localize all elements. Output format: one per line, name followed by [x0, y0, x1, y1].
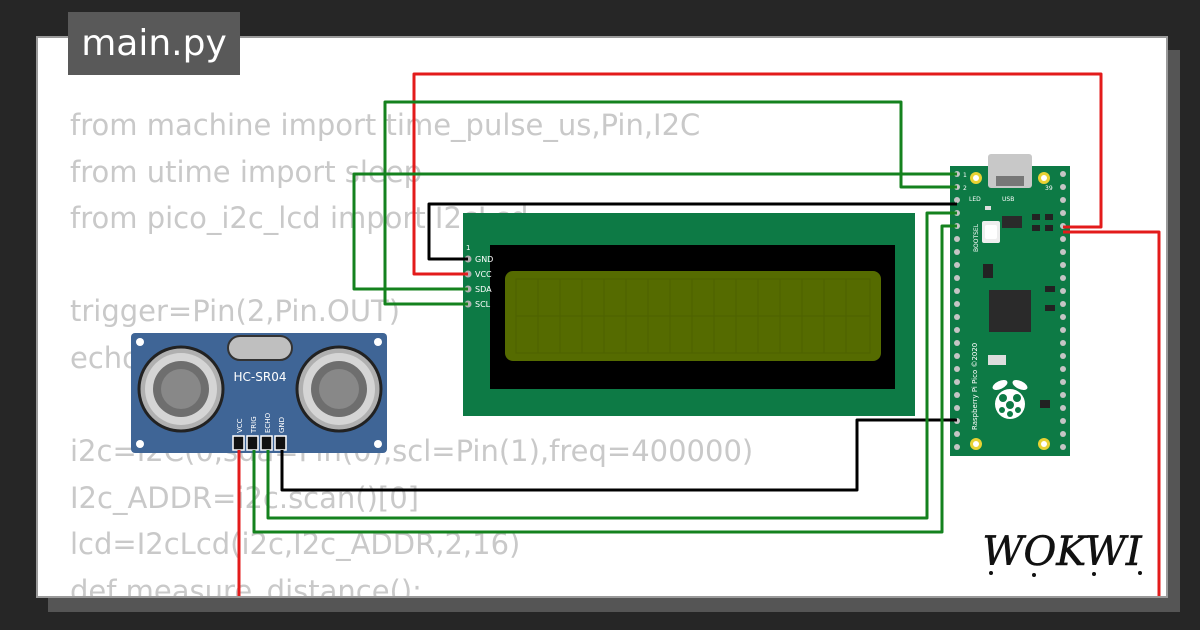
lcd-pin-label: GND: [475, 255, 493, 264]
pico-led: [985, 206, 991, 210]
code-line: def measure_distance():: [70, 573, 422, 598]
code-preview: from machine import time_pulse_us,Pin,I2…: [70, 102, 753, 598]
code-line: I2c_ADDR=i2c.scan()[0]: [70, 480, 419, 515]
wokwi-logo[interactable]: WOKWI: [976, 525, 1148, 577]
transducer-left: [137, 345, 225, 433]
sensor-pin-label: TRIG: [250, 416, 258, 434]
raspberry-logo-icon: [992, 380, 1028, 419]
pico-usb-label: USB: [1002, 196, 1014, 203]
wire-lcd-sda: [352, 172, 957, 291]
pico-pin-1-label: 1: [963, 172, 967, 179]
sensor-label: HC-SR04: [234, 370, 287, 384]
pico-pin-39-label: 39: [1045, 185, 1053, 192]
code-line: from machine import time_pulse_us,Pin,I2…: [70, 108, 701, 142]
sensor-pin: [260, 435, 273, 451]
pico-right-pins: [1060, 171, 1066, 450]
transducer-right: [295, 345, 383, 433]
lcd-pin-label: VCC: [475, 270, 492, 279]
wire-sensor-echo: [266, 211, 957, 520]
wire-sensor-trig: [252, 224, 957, 534]
rp2040-chip: [989, 290, 1031, 332]
sensor-pin-label: ECHO: [264, 412, 272, 433]
sensor-pin: [246, 435, 259, 451]
wire-sensor-gnd: [280, 418, 957, 492]
lcd-pin-number: 1: [466, 244, 470, 252]
wires: [237, 72, 1161, 596]
lcd-pin-label: SCL: [475, 300, 491, 309]
sensor-pin-label: VCC: [236, 418, 244, 433]
sensor-pin: [232, 435, 245, 451]
code-line: from utime import sleep: [70, 154, 423, 189]
wire-lcd-vcc: [412, 72, 1103, 276]
sensor-pin: [274, 435, 287, 451]
wire-lcd-gnd: [427, 202, 957, 261]
sensor-pin-label: GND: [278, 417, 286, 433]
lcd-character-cells: [515, 278, 871, 354]
wire-pico-vbus: [1063, 230, 1161, 596]
filename-tab[interactable]: main.py: [68, 12, 240, 75]
pico-led-label: LED: [969, 196, 981, 203]
lcd-module[interactable]: 1 GND VCC SDA SCL: [463, 213, 915, 416]
wokwi-logo-text: WOKWI: [982, 529, 1142, 575]
pico-bootsel-label: BOOTSEL: [973, 223, 980, 252]
pico-pin-2-label: 2: [963, 185, 967, 192]
wire-lcd-scl: [383, 100, 957, 306]
crystal: [227, 335, 293, 361]
code-line: from pico_i2c_lcd import I2cLcd: [70, 201, 529, 236]
pico-board-label: Raspberry Pi Pico ©2020: [971, 343, 979, 430]
lcd-pin-label: SDA: [475, 285, 492, 294]
pico-board[interactable]: 1 2 39 LED USB BOOTSEL Raspberry Pi Pico…: [950, 154, 1070, 456]
code-line: trigger=Pin(2,Pin.OUT): [70, 294, 401, 329]
hc-sr04-sensor[interactable]: HC-SR04 VCC TRIG ECHO GND: [131, 333, 387, 453]
